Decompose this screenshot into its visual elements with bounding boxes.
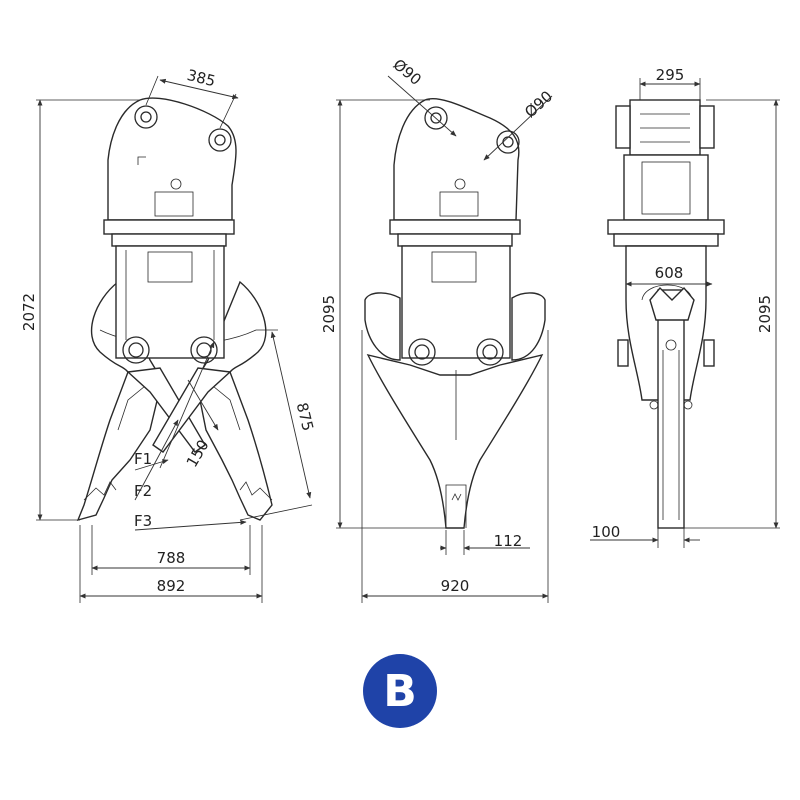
side-pin-dia-1-label: Ø90 bbox=[390, 55, 425, 89]
side-height-label: 2095 bbox=[320, 295, 338, 333]
rear-top-width-label: 295 bbox=[656, 66, 685, 84]
f1-label: F1 bbox=[134, 450, 152, 468]
f2-label: F2 bbox=[134, 482, 152, 500]
side-pin-dia-2-label: Ø90 bbox=[521, 87, 556, 121]
rear-view: 2095 295 608 100 bbox=[590, 66, 780, 548]
variant-badge: B bbox=[363, 654, 437, 728]
front-opening-label: 875 bbox=[293, 401, 317, 433]
f3-label: F3 bbox=[134, 512, 152, 530]
side-tip-width-label: 112 bbox=[494, 532, 523, 550]
front-outer-width-label: 892 bbox=[157, 577, 186, 595]
side-view: 2095 Ø90 Ø90 112 920 bbox=[320, 55, 556, 603]
rear-tip-width-label: 100 bbox=[592, 523, 621, 541]
variant-badge-letter: B bbox=[383, 665, 417, 717]
side-width-label: 920 bbox=[441, 577, 470, 595]
rear-height-label: 2095 bbox=[756, 295, 774, 333]
front-height-label: 2072 bbox=[20, 293, 38, 331]
rear-body-width-label: 608 bbox=[655, 264, 684, 282]
front-inner-width-label: 788 bbox=[157, 549, 186, 567]
front-view: 2072 385 875 150 F1 F2 F3 788 892 bbox=[20, 66, 317, 603]
